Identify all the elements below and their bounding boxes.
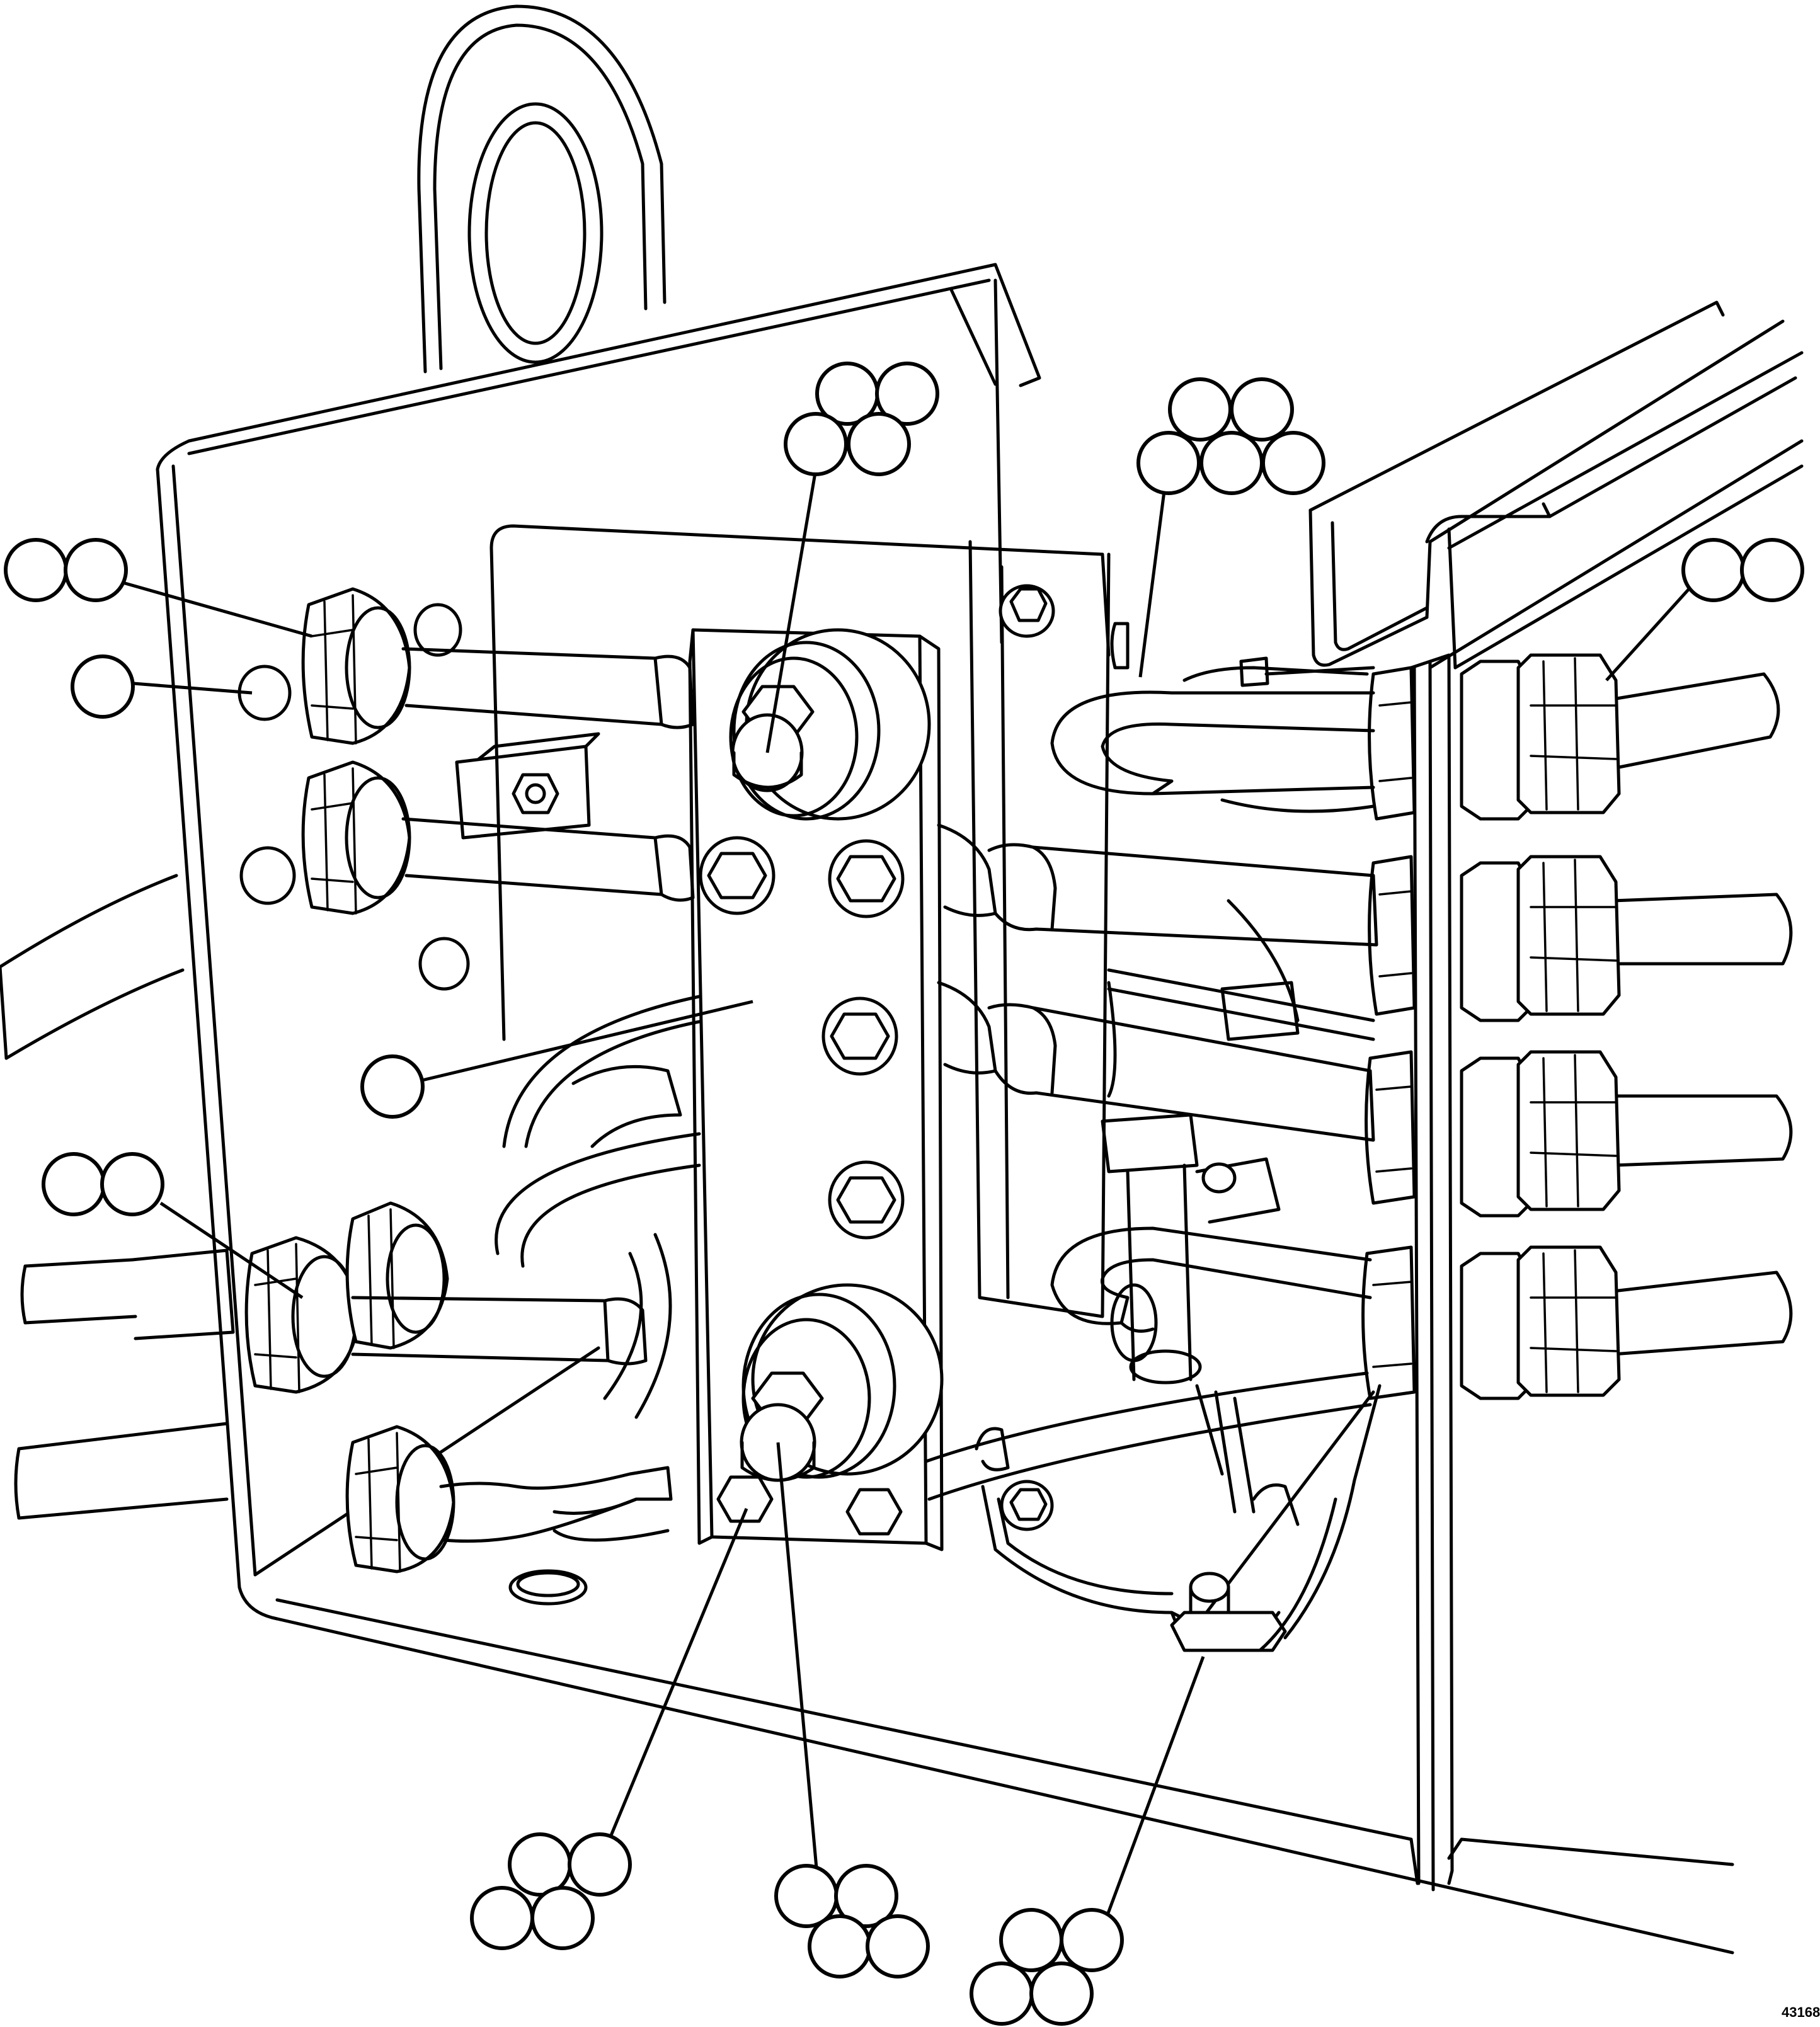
callout-balloon <box>1230 377 1294 442</box>
callout-bottom-right <box>970 1908 1124 2026</box>
figure-number: 43168 <box>1782 2004 1820 2020</box>
leader-bottom-center <box>776 1442 821 1897</box>
leader-right-pair <box>1605 581 1696 682</box>
callout-balloon <box>530 1886 595 1950</box>
callout-balloon <box>1029 1961 1094 2026</box>
callout-balloon <box>970 1961 1034 2026</box>
callout-balloon <box>875 362 939 426</box>
callout-balloon <box>1136 431 1201 495</box>
callout-balloon <box>1168 377 1232 442</box>
callout-bottom-center <box>774 1864 930 1978</box>
callout-balloon <box>866 1914 930 1978</box>
lifting-eye <box>417 4 667 374</box>
external-hoses-left <box>0 874 235 1520</box>
callout-top-right-cluster <box>1136 377 1325 495</box>
callout-balloon <box>808 1914 872 1978</box>
leader-lines <box>122 469 1696 1938</box>
leader-left-single <box>133 682 253 695</box>
callout-balloon <box>4 538 68 602</box>
channel-rail <box>1308 300 1804 670</box>
callout-balloon <box>100 1152 164 1216</box>
power-conductors <box>937 690 1378 1333</box>
external-hoses-right <box>1611 672 1793 1356</box>
side-wall <box>1409 653 1734 1892</box>
terminal-block <box>688 628 944 1551</box>
mounting-plate <box>489 524 1111 1531</box>
leader-top-right <box>1138 491 1166 678</box>
callout-balloon <box>64 538 128 602</box>
leader-center-single <box>421 1000 753 1082</box>
callout-left-upper-pair <box>4 538 128 602</box>
callout-right-pair <box>1681 538 1804 602</box>
callout-balloon <box>42 1152 106 1216</box>
callout-balloon <box>1740 538 1804 602</box>
callout-balloon <box>508 1832 572 1897</box>
callout-top-center <box>784 362 939 476</box>
enclosure-panel <box>156 263 1734 1955</box>
callout-balloon <box>1681 538 1746 602</box>
callout-left-lower-pair <box>42 1152 164 1216</box>
callout-balloon <box>71 654 135 719</box>
callout-balloon <box>1199 431 1264 495</box>
callout-balloon <box>360 1054 425 1119</box>
callout-balloon <box>999 1908 1063 1972</box>
callout-balloon <box>784 412 848 476</box>
callout-balloon <box>568 1832 632 1897</box>
leader-left-lower <box>159 1201 304 1299</box>
callout-balloon <box>470 1886 534 1950</box>
cord-grips-right <box>1460 653 1621 1400</box>
interior-components <box>1101 622 1375 1385</box>
bracket <box>455 732 600 840</box>
leader-left-upper <box>122 581 312 638</box>
locknuts-right-inner <box>1361 666 1416 1400</box>
leader-top-center <box>765 469 818 753</box>
leader-bottom-left <box>600 1508 748 1859</box>
cord-grips-left <box>244 587 455 1573</box>
callout-balloon <box>1261 431 1325 495</box>
ground-wires <box>924 1371 1382 1652</box>
callout-balloon <box>1060 1908 1124 1972</box>
callout-left-single <box>71 654 135 719</box>
callout-balloon <box>834 1864 898 1928</box>
callout-bottom-left <box>470 1832 632 1950</box>
callout-center-single <box>360 1054 425 1119</box>
callout-balloon <box>847 412 911 476</box>
leader-bottom-right <box>1097 1656 1205 1938</box>
